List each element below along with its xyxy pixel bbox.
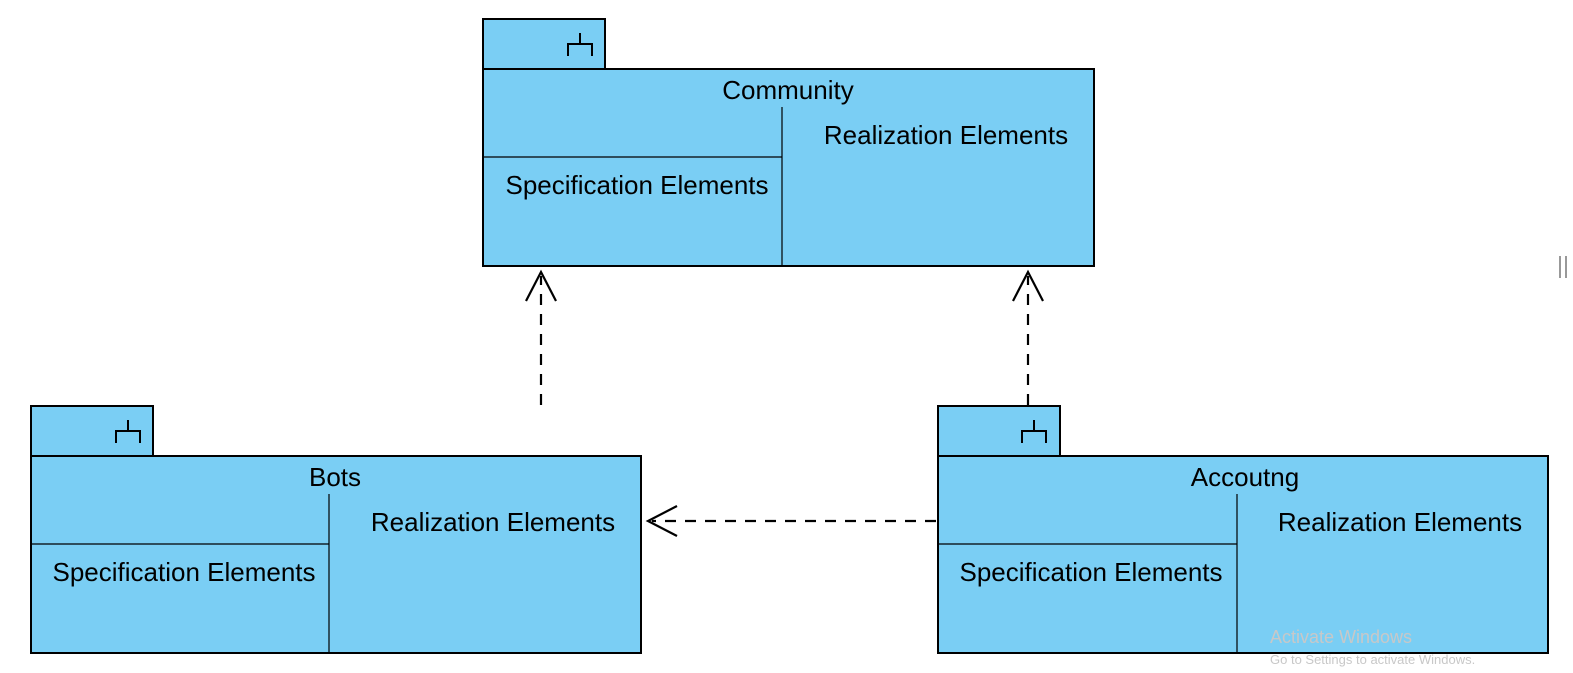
specification-label: Specification Elements [959, 557, 1222, 587]
package-fork-icon [115, 420, 141, 443]
realization-label: Realization Elements [1278, 507, 1522, 537]
realization-label: Realization Elements [371, 507, 615, 537]
package-fork-icon [1021, 420, 1047, 443]
specification-label: Specification Elements [52, 557, 315, 587]
open-arrowhead-icon [1012, 269, 1044, 302]
dependency-bots-to-community[interactable] [525, 269, 557, 405]
open-arrowhead-icon [645, 505, 678, 537]
dependency-accoutng-to-bots[interactable] [645, 505, 936, 537]
realization-label: Realization Elements [824, 120, 1068, 150]
package-name: Accoutng [1191, 462, 1299, 492]
package-community[interactable]: Community Specification Elements Realiza… [482, 18, 1095, 267]
package-tab [937, 405, 1061, 457]
package-bots[interactable]: Bots Specification Elements Realization … [30, 405, 642, 654]
package-body [937, 455, 1549, 654]
activation-watermark-subtitle: Go to Settings to activate Windows. [1270, 652, 1476, 667]
package-body [30, 455, 642, 654]
open-arrowhead-icon [525, 269, 557, 302]
package-accoutng[interactable]: Accoutng Specification Elements Realizat… [937, 405, 1549, 654]
package-name: Community [722, 75, 853, 105]
package-fork-icon [567, 33, 593, 56]
package-name: Bots [309, 462, 361, 492]
dependency-accoutng-to-community[interactable] [1012, 269, 1044, 405]
specification-label: Specification Elements [505, 170, 768, 200]
scroll-handle[interactable] [1559, 256, 1567, 278]
activation-watermark-title: Activate Windows [1270, 627, 1413, 647]
package-body [482, 68, 1095, 267]
